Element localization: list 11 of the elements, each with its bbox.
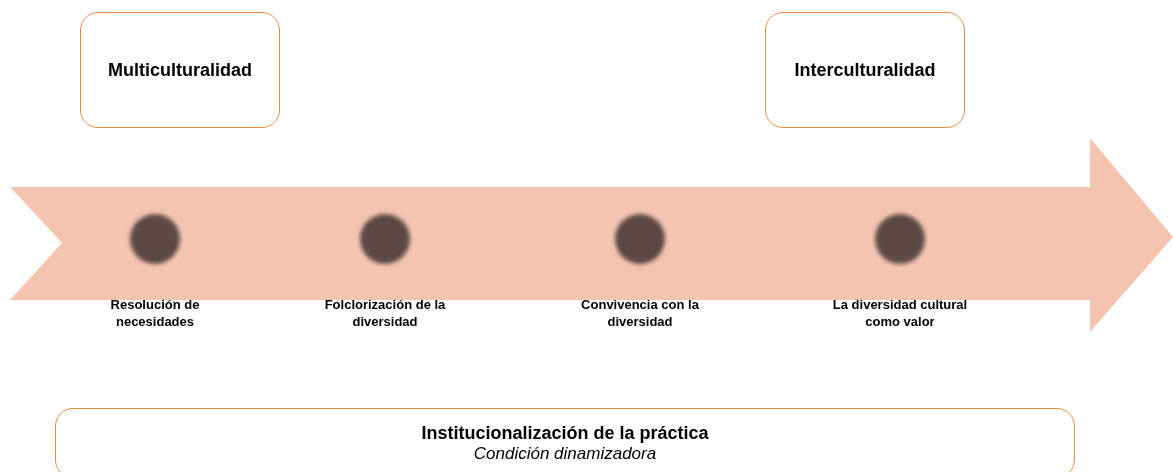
stage-label: La diversidad cultural como valor <box>831 297 969 331</box>
box-title: Multiculturalidad <box>108 59 252 81</box>
stage-label: Convivencia con la diversidad <box>580 297 700 331</box>
subtitle: Condición dinamizadora <box>473 443 657 464</box>
box-title: Institucionalización de la práctica <box>421 422 709 444</box>
stage-box <box>765 12 965 128</box>
stage-box <box>80 12 280 128</box>
stage-label: Folclorización de la diversidad <box>323 297 447 331</box>
box-title: Interculturalidad <box>794 59 936 81</box>
condition-box <box>55 408 1075 472</box>
stage-label: Resolución de necesidades <box>109 297 201 331</box>
